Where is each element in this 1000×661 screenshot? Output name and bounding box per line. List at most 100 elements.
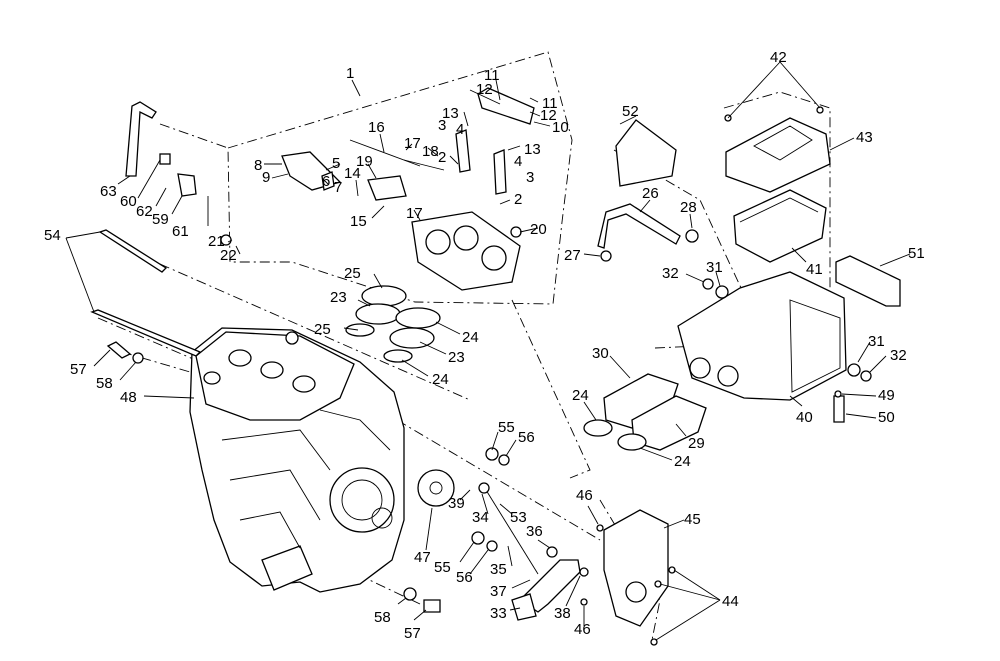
leader-1 [351,79,361,97]
leader-42a [727,61,781,119]
callout-4: 4 [514,153,522,170]
throttle-bore-3 [481,245,507,271]
leader-48 [143,395,195,399]
callout-29: 29 [688,435,705,452]
leader-49 [841,393,877,397]
callout-50: 50 [878,409,895,426]
callout-39: 39 [448,495,465,512]
foam-strip [835,255,901,307]
throttle-body-group-outline [227,51,573,305]
callout-24: 24 [432,371,449,388]
leader-11b [529,97,539,103]
throttle-bore-2 [453,225,479,251]
leader-33 [509,607,521,611]
leader-6 [323,179,329,185]
airbox-link-line [613,149,743,291]
grommet-31-lower [847,363,861,377]
leader-26 [639,199,651,213]
callout-28: 28 [680,199,697,216]
callout-45: 45 [684,511,701,528]
callout-12: 12 [476,81,493,98]
callout-31: 31 [868,333,885,350]
screw-44-3 [650,638,658,646]
air-filter-element [733,189,827,263]
leader-54a [65,231,101,239]
callout-9: 9 [262,169,270,186]
callout-61: 61 [172,223,189,240]
leader-12a [469,89,501,105]
engine-rib-4 [319,409,391,451]
rod-end [478,482,490,494]
callout-40: 40 [796,409,813,426]
fitting-27 [600,250,612,262]
spark-plug-boss-4 [203,371,221,385]
washer-55-upper [485,447,499,461]
callout-26: 26 [642,185,659,202]
leader-47 [425,507,433,551]
callout-57: 57 [70,361,87,378]
callout-22: 22 [220,247,237,264]
callout-53: 53 [510,509,527,526]
callout-38: 38 [554,605,571,622]
leader-60 [137,159,161,199]
callout-60: 60 [120,193,137,210]
callout-18: 18 [422,143,439,160]
leader-15 [371,205,385,219]
leader-13a [463,111,469,127]
leader-46a [587,505,599,525]
callout-14: 14 [344,165,361,182]
callout-56: 56 [456,569,473,586]
bolt-38 [579,567,589,577]
callout-4: 4 [456,121,464,138]
leader-42b [779,61,821,109]
callout-2: 2 [514,191,522,208]
callout-24: 24 [462,329,479,346]
leader-51 [879,253,911,267]
leader-28 [689,213,693,229]
callout-11: 11 [484,67,500,84]
callout-23: 23 [330,289,347,306]
callout-37: 37 [490,583,507,600]
callout-43: 43 [856,129,873,146]
intake-rubber-3 [395,307,441,329]
spark-plug-boss-3 [292,375,316,393]
callout-34: 34 [472,509,489,526]
spark-plug-boss-2 [260,361,284,379]
collar-32-upper [702,278,714,290]
callout-13: 13 [524,141,541,158]
clutch-cover-inner [341,479,383,521]
leader-62 [155,187,167,207]
leader-23b [419,341,447,355]
callout-11: 11 [542,95,558,112]
callout-20: 20 [530,221,547,238]
leader-44b [659,583,721,601]
callout-41: 41 [806,261,823,278]
intake-rubber-2 [355,303,401,325]
front-sprocket [417,469,455,507]
leader-36 [537,539,551,549]
leader-25a [373,273,383,289]
bolt-57-lower [423,599,441,613]
leader-11a [495,79,501,101]
washer-36 [546,546,558,558]
callout-31: 31 [706,259,723,276]
bolt-axis-line [159,263,471,401]
leader-25b [343,327,359,331]
intake-clamp-2 [383,349,413,363]
callout-21: 21 [208,233,225,250]
leader-58a [119,361,137,381]
airbox-lid-inlet [753,125,813,161]
airbox-port-2 [717,365,739,387]
callout-46: 46 [574,621,591,638]
leader-39 [459,489,471,501]
leader-16 [379,133,385,153]
callout-16: 16 [368,119,385,136]
leader-45 [663,519,685,529]
callout-44: 44 [722,593,739,610]
sprocket-cover-window [625,581,647,603]
long-bolt-1 [98,229,168,273]
hose-clip-28 [685,229,699,243]
short-bolt-left [106,341,132,359]
